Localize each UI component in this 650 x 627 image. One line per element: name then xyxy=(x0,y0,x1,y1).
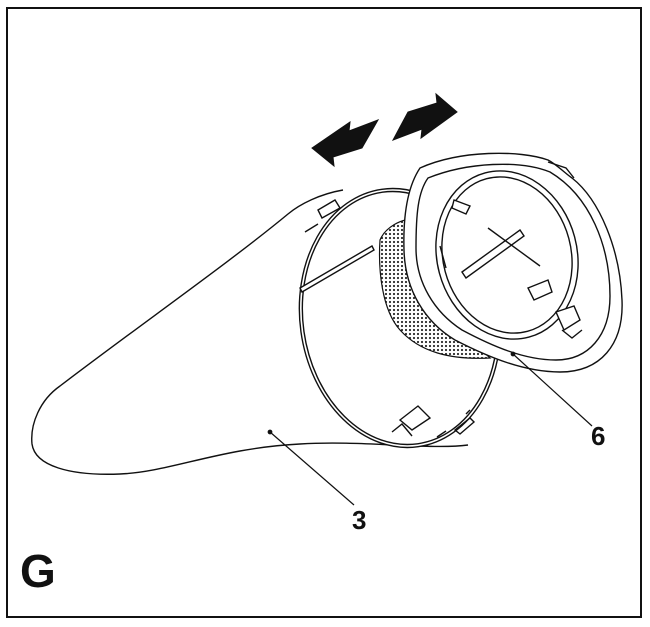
filter-unit xyxy=(403,152,623,373)
leader-lines xyxy=(267,351,593,506)
callout-3: 3 xyxy=(352,505,367,535)
figure-frame xyxy=(6,7,642,618)
double-arrow-icon xyxy=(311,92,458,168)
callout-6: 6 xyxy=(591,421,606,451)
figure-letter: G xyxy=(20,545,56,597)
